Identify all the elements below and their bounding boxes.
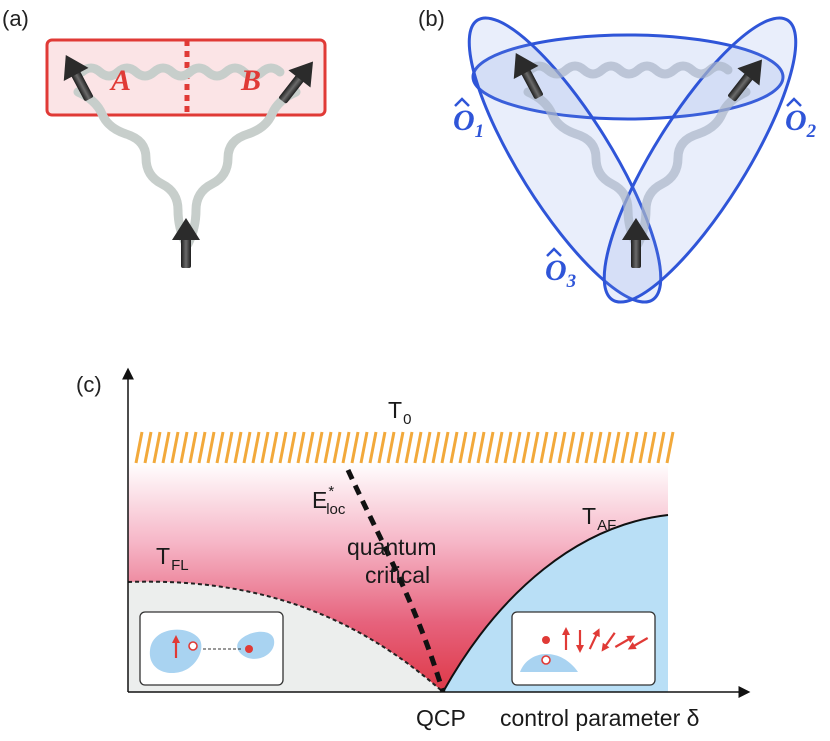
t0-hatch-stroke	[134, 431, 144, 464]
operator-2-label: O2	[785, 97, 817, 142]
t0-hatch-stroke	[161, 431, 171, 464]
t0-hatch-stroke	[638, 431, 648, 464]
t0-hatch-stroke	[449, 431, 459, 464]
t0-hatch-stroke	[341, 431, 351, 464]
t0-hatch-stroke	[197, 431, 207, 464]
t0-hatch-stroke	[350, 431, 360, 464]
t0-hatch-stroke	[485, 431, 495, 464]
interaction-wave-left	[73, 87, 191, 249]
t0-hatch-stroke	[584, 431, 594, 464]
t0-hatch-stroke	[548, 431, 558, 464]
panel-a: (a) A B	[2, 6, 327, 268]
t0-hatch-stroke	[413, 431, 423, 464]
svg-text:O3: O3	[545, 254, 576, 292]
operator-1-label: O1	[453, 97, 484, 142]
antiferromagnet-boundary	[442, 514, 669, 693]
t0-hatch-stroke	[656, 431, 666, 464]
t0-hatch-stroke	[368, 431, 378, 464]
t0-hatch-stroke	[521, 431, 531, 464]
t0-hatch-stroke	[278, 431, 288, 464]
interaction-wave-left	[523, 87, 641, 249]
t0-hatch-stroke	[287, 431, 297, 464]
t0-hatch-stroke	[386, 431, 396, 464]
panel-c-label: (c)	[76, 372, 102, 397]
panel-b-label: (b)	[418, 6, 445, 31]
t0-hatch-stroke	[359, 431, 369, 464]
t0-hatch-stroke	[152, 431, 162, 464]
t0-hatch-stroke	[557, 431, 567, 464]
t0-hatch-stroke	[206, 431, 216, 464]
region-a-label: A	[109, 64, 131, 97]
t0-hatch-stroke	[215, 431, 225, 464]
interaction-wave-right	[633, 87, 751, 249]
interaction-wave-top	[77, 63, 285, 81]
eloc-label: E*loc	[312, 483, 346, 518]
t0-hatch-stroke	[296, 431, 306, 464]
interaction-wave-top	[525, 61, 733, 79]
t0-hatch-stroke	[242, 431, 252, 464]
t0-hatch-stroke	[260, 431, 270, 464]
t0-hatch-stroke	[458, 431, 468, 464]
t0-hatch-stroke	[143, 431, 153, 464]
t0-hatch-stroke	[305, 431, 315, 464]
panel-c: (c) T0 E*loc TAF TFL quantum critical QC…	[76, 367, 751, 731]
t0-hatch-stroke	[251, 431, 261, 464]
t0-hatch-stroke	[179, 431, 189, 464]
t0-hatch-stroke	[332, 431, 342, 464]
fermi-liquid-boundary	[127, 580, 444, 693]
antiferromagnet-inset	[511, 611, 656, 686]
svg-text:O2: O2	[785, 104, 817, 142]
t0-hatching	[134, 431, 675, 464]
t0-hatch-stroke	[665, 431, 675, 464]
t0-hatch-stroke	[566, 431, 576, 464]
fermi-liquid-inset	[139, 611, 284, 686]
eloc-line	[345, 468, 446, 693]
t0-hatch-stroke	[647, 431, 657, 464]
panel-b: (b) O1 O2 O3	[418, 6, 817, 304]
region-b-label: B	[240, 64, 261, 97]
tfl-label: TFL	[156, 543, 189, 574]
t0-hatch-stroke	[377, 431, 387, 464]
t0-hatch-stroke	[593, 431, 603, 464]
t0-hatch-stroke	[539, 431, 549, 464]
t0-hatch-stroke	[602, 431, 612, 464]
t0-hatch-stroke	[512, 431, 522, 464]
t0-hatch-stroke	[224, 431, 234, 464]
panel-a-label: (a)	[2, 6, 29, 31]
t0-label: T0	[388, 397, 411, 428]
t0-hatch-stroke	[611, 431, 621, 464]
quantum-critical-label-line1: quantum	[347, 534, 437, 560]
t0-hatch-stroke	[314, 431, 324, 464]
t0-hatch-stroke	[440, 431, 450, 464]
t0-hatch-stroke	[476, 431, 486, 464]
t0-hatch-stroke	[188, 431, 198, 464]
interaction-wave-right	[183, 87, 301, 249]
t0-hatch-stroke	[503, 431, 513, 464]
svg-text:O1: O1	[453, 104, 484, 142]
x-axis-label: control parameter δ	[500, 705, 699, 731]
t0-hatch-stroke	[323, 431, 333, 464]
t0-hatch-stroke	[431, 431, 441, 464]
qcp-label: QCP	[416, 705, 466, 731]
t0-hatch-stroke	[620, 431, 630, 464]
t0-hatch-stroke	[170, 431, 180, 464]
quantum-critical-label-line2: critical	[365, 562, 430, 588]
t0-hatch-stroke	[269, 431, 279, 464]
taf-label: TAF	[582, 503, 616, 534]
t0-hatch-stroke	[530, 431, 540, 464]
t0-hatch-stroke	[233, 431, 243, 464]
t0-hatch-stroke	[422, 431, 432, 464]
t0-hatch-stroke	[629, 431, 639, 464]
t0-hatch-stroke	[467, 431, 477, 464]
t0-hatch-stroke	[404, 431, 414, 464]
t0-hatch-stroke	[395, 431, 405, 464]
t0-hatch-stroke	[575, 431, 585, 464]
t0-hatch-stroke	[494, 431, 504, 464]
operator-3-label: O3	[545, 247, 576, 292]
